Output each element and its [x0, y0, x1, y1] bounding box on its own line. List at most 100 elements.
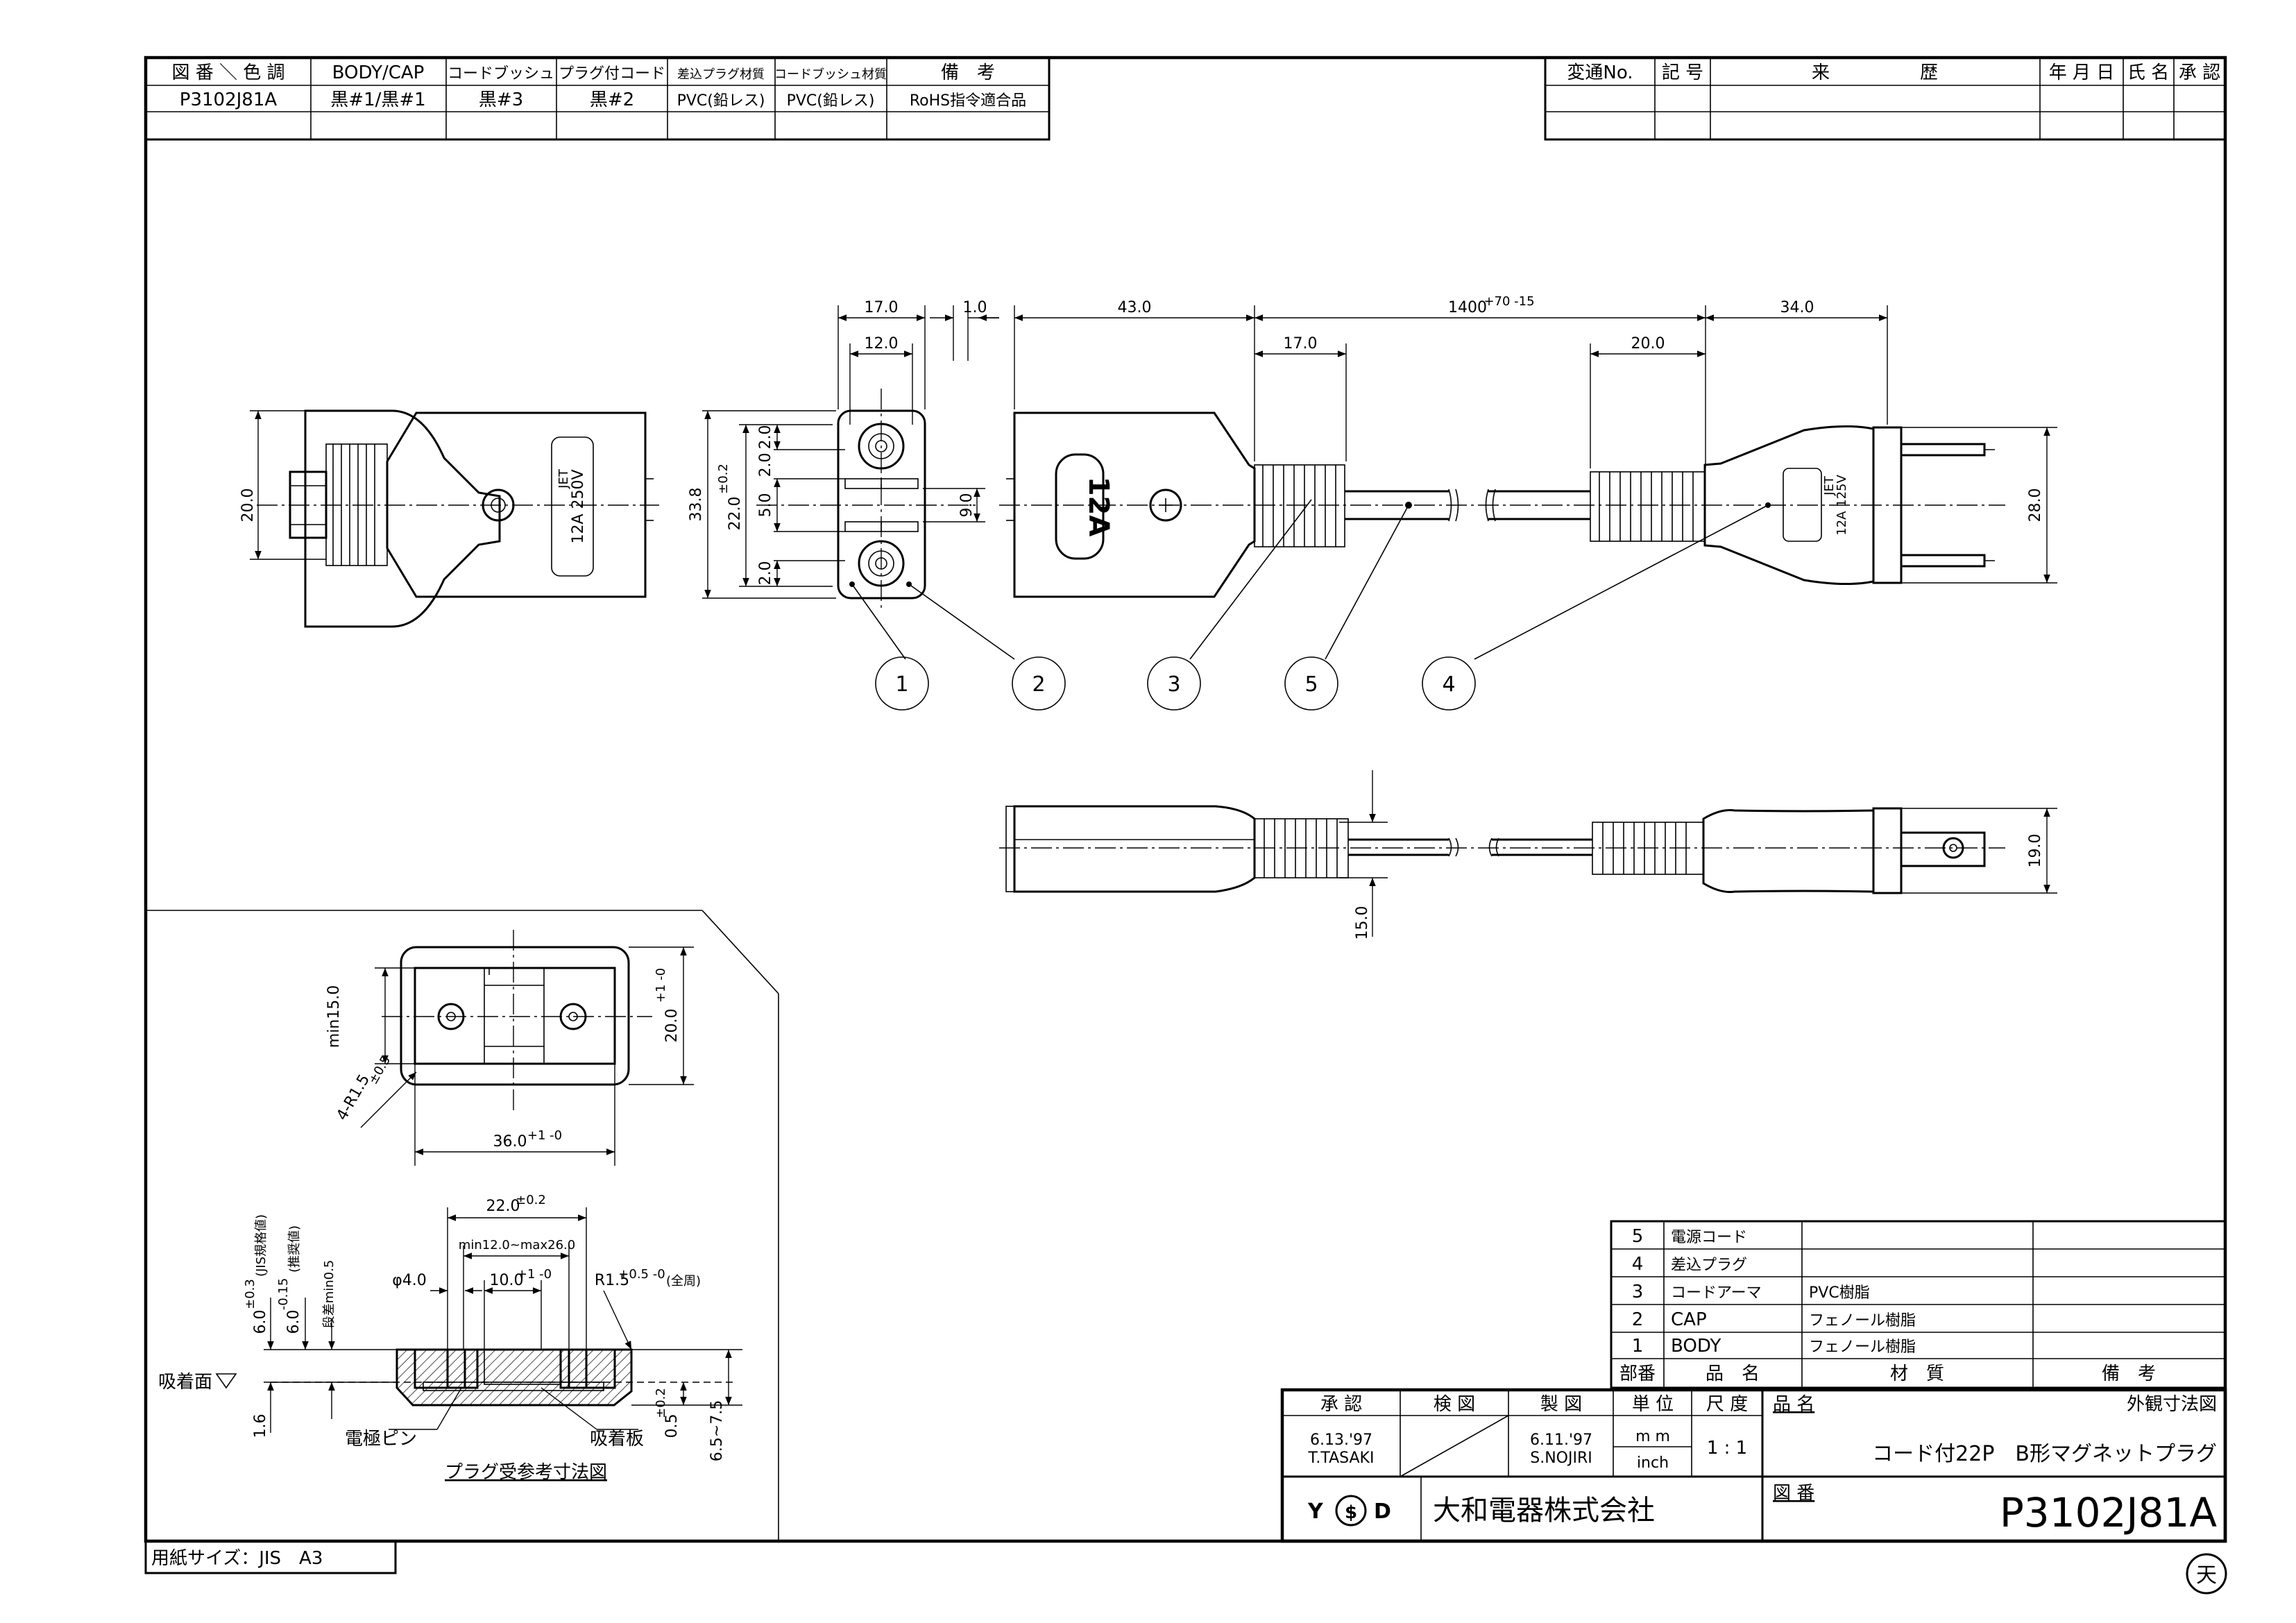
receptacle-top-view	[382, 930, 652, 1110]
header-val-plug-cord: 黒#2	[590, 90, 634, 110]
svg-text:部番: 部番	[1619, 1363, 1656, 1384]
rev-col-approve: 承 認	[2179, 62, 2220, 83]
rev-col-history: 来 歴	[1812, 62, 1938, 83]
revision-table: 変通No. 記 号 来 歴 年 月 日 氏 名 承 認	[1544, 56, 2227, 141]
dim-step-text: 段差min0.5	[322, 1260, 337, 1329]
parts-row-4: 4 差込プラグ	[1632, 1254, 1747, 1275]
dim-6b-note: (推奨値)	[287, 1225, 302, 1273]
dim-34-text: 34.0	[1780, 299, 1814, 316]
title-draw-label: 製 図	[1540, 1394, 1582, 1415]
header-col-cord-bush: コードブッシュ	[448, 65, 554, 83]
svg-text:Y: Y	[1307, 1499, 1324, 1524]
receptacle-title: プラグ受参考寸法図	[445, 1462, 607, 1483]
title-unit-inch: inch	[1637, 1454, 1669, 1472]
dim-6a-text: 6.0	[252, 1310, 269, 1334]
header-col-bush-material: コードブッシュ材質	[774, 67, 887, 82]
svg-text:D: D	[1374, 1499, 1391, 1524]
title-product-name: コード付22P B形マグネットプラグ	[1872, 1442, 2217, 1466]
svg-text:BODY: BODY	[1671, 1336, 1721, 1357]
header-col-remarks: 備 考	[941, 62, 995, 83]
title-approve-label: 承 認	[1320, 1394, 1362, 1415]
dim-22b-text: 22.0	[486, 1198, 520, 1215]
dim-22-tol: ±0.2	[716, 464, 731, 494]
dim-22-text: 22.0	[726, 497, 744, 531]
dim-r15b-tol: +0.5 -0	[618, 1267, 665, 1282]
svg-text:5: 5	[1304, 672, 1318, 697]
header-col-plug-material: 差込プラグ材質	[677, 67, 765, 82]
dim-6b-tol: -0.15	[276, 1278, 291, 1311]
connector-front-face	[756, 389, 978, 611]
callout-5: 5	[1284, 656, 1338, 711]
callout-1: 1	[875, 656, 929, 711]
title-product-name-label: 品 名	[1773, 1394, 1814, 1415]
title-approve-date: 6.13.'97	[1310, 1431, 1372, 1449]
body-rating-label: 12A 250V	[570, 469, 587, 543]
svg-text:備 考: 備 考	[2102, 1363, 2156, 1384]
sheet-border	[144, 56, 2227, 1543]
receptacle-top-dims	[360, 946, 694, 1166]
rev-col-name: 氏 名	[2127, 62, 2169, 83]
title-block	[1280, 1388, 2227, 1543]
header-col-drawing-color: 図 番 ＼ 色 調	[171, 62, 284, 83]
title-draw-date: 6.11.'97	[1530, 1431, 1592, 1449]
dim-9-text: 9.0	[958, 493, 976, 518]
dim-36-text: 36.0	[493, 1133, 527, 1150]
dim-5-text: 5.0	[757, 493, 774, 518]
dim-2-a-text: 2.0	[757, 425, 774, 450]
connector-side-view: 12A 250V JET	[257, 409, 659, 628]
dim-0-5-tol: ±0.2	[654, 1388, 668, 1418]
side-view-profile	[999, 805, 2005, 894]
title-approve-name: T.TASAKI	[1308, 1450, 1375, 1467]
dim-36-tol: +1 -0	[527, 1128, 562, 1143]
dim-10-text: 10.0	[490, 1272, 524, 1289]
side-view-dims	[1339, 770, 2057, 937]
dim-43-text: 43.0	[1118, 299, 1152, 316]
header-col-body-cap: BODY/CAP	[332, 62, 425, 83]
svg-text:フェノール樹脂: フェノール樹脂	[1809, 1339, 1916, 1356]
dim-6b-text: 6.0	[285, 1310, 303, 1334]
parts-row-2: 2 CAP フェノール樹脂	[1632, 1309, 1916, 1330]
title-drawing-no-label: 図 番	[1773, 1483, 1814, 1504]
dim-20-left-text: 20.0	[239, 488, 257, 522]
dim-15-text: 15.0	[1354, 906, 1371, 940]
dim-2-b-text: 2.0	[757, 561, 774, 586]
title-check-label: 検 図	[1434, 1394, 1475, 1415]
dim-r15-tol: ±0.5	[366, 1053, 393, 1087]
svg-text:CAP: CAP	[1671, 1309, 1707, 1330]
rev-col-no: 変通No.	[1567, 62, 1633, 83]
svg-text:3: 3	[1632, 1282, 1644, 1302]
dim-6a-note: (JIS規格値)	[254, 1214, 269, 1277]
corner-mark: 天	[2186, 1553, 2227, 1595]
svg-text:1: 1	[895, 672, 908, 697]
title-unit-mm: m m	[1635, 1428, 1670, 1445]
svg-text:電源コード: 電源コード	[1671, 1229, 1747, 1246]
dim-r15b-note: (全周)	[666, 1274, 701, 1289]
svg-text:2: 2	[1032, 672, 1045, 697]
title-drawing-no: P3102J81A	[2000, 1489, 2217, 1536]
parts-row-1: 1 BODY フェノール樹脂	[1632, 1336, 1916, 1357]
dim-min12-text: min12.0~max26.0	[459, 1238, 575, 1252]
title-company: 大和電器株式会社	[1433, 1495, 1655, 1527]
svg-text:4: 4	[1632, 1254, 1644, 1275]
dim-r15b-text: R1.5	[595, 1272, 629, 1289]
suction-face-label: 吸着面	[158, 1372, 212, 1393]
dim-10-tol: +1 -0	[517, 1267, 552, 1282]
title-drawing-type: 外観寸法図	[2127, 1394, 2217, 1415]
svg-text:$: $	[1345, 1502, 1357, 1523]
receptacle-frame	[146, 910, 779, 1541]
svg-text:PVC樹脂: PVC樹脂	[1809, 1284, 1870, 1302]
dim-12-text: 12.0	[865, 335, 899, 352]
electrode-pin-label: 電極ピン	[345, 1429, 417, 1450]
rev-col-symbol: 記 号	[1662, 62, 1703, 83]
dim-6a-tol: ±0.3	[243, 1279, 257, 1309]
dim-1-text: 1.0	[963, 299, 987, 316]
svg-text:3: 3	[1167, 672, 1180, 697]
svg-text:コードアーマ: コードアーマ	[1671, 1284, 1762, 1302]
header-val-remarks: RoHS指令適合品	[910, 92, 1026, 110]
header-val-plug-material: PVC(鉛レス)	[677, 92, 765, 110]
dim-20b-text: 20.0	[663, 1009, 681, 1043]
callout-4: 4	[1422, 656, 1476, 711]
svg-text:フェノール樹脂: フェノール樹脂	[1809, 1312, 1916, 1329]
dim-min15-text: min15.0	[325, 985, 343, 1048]
